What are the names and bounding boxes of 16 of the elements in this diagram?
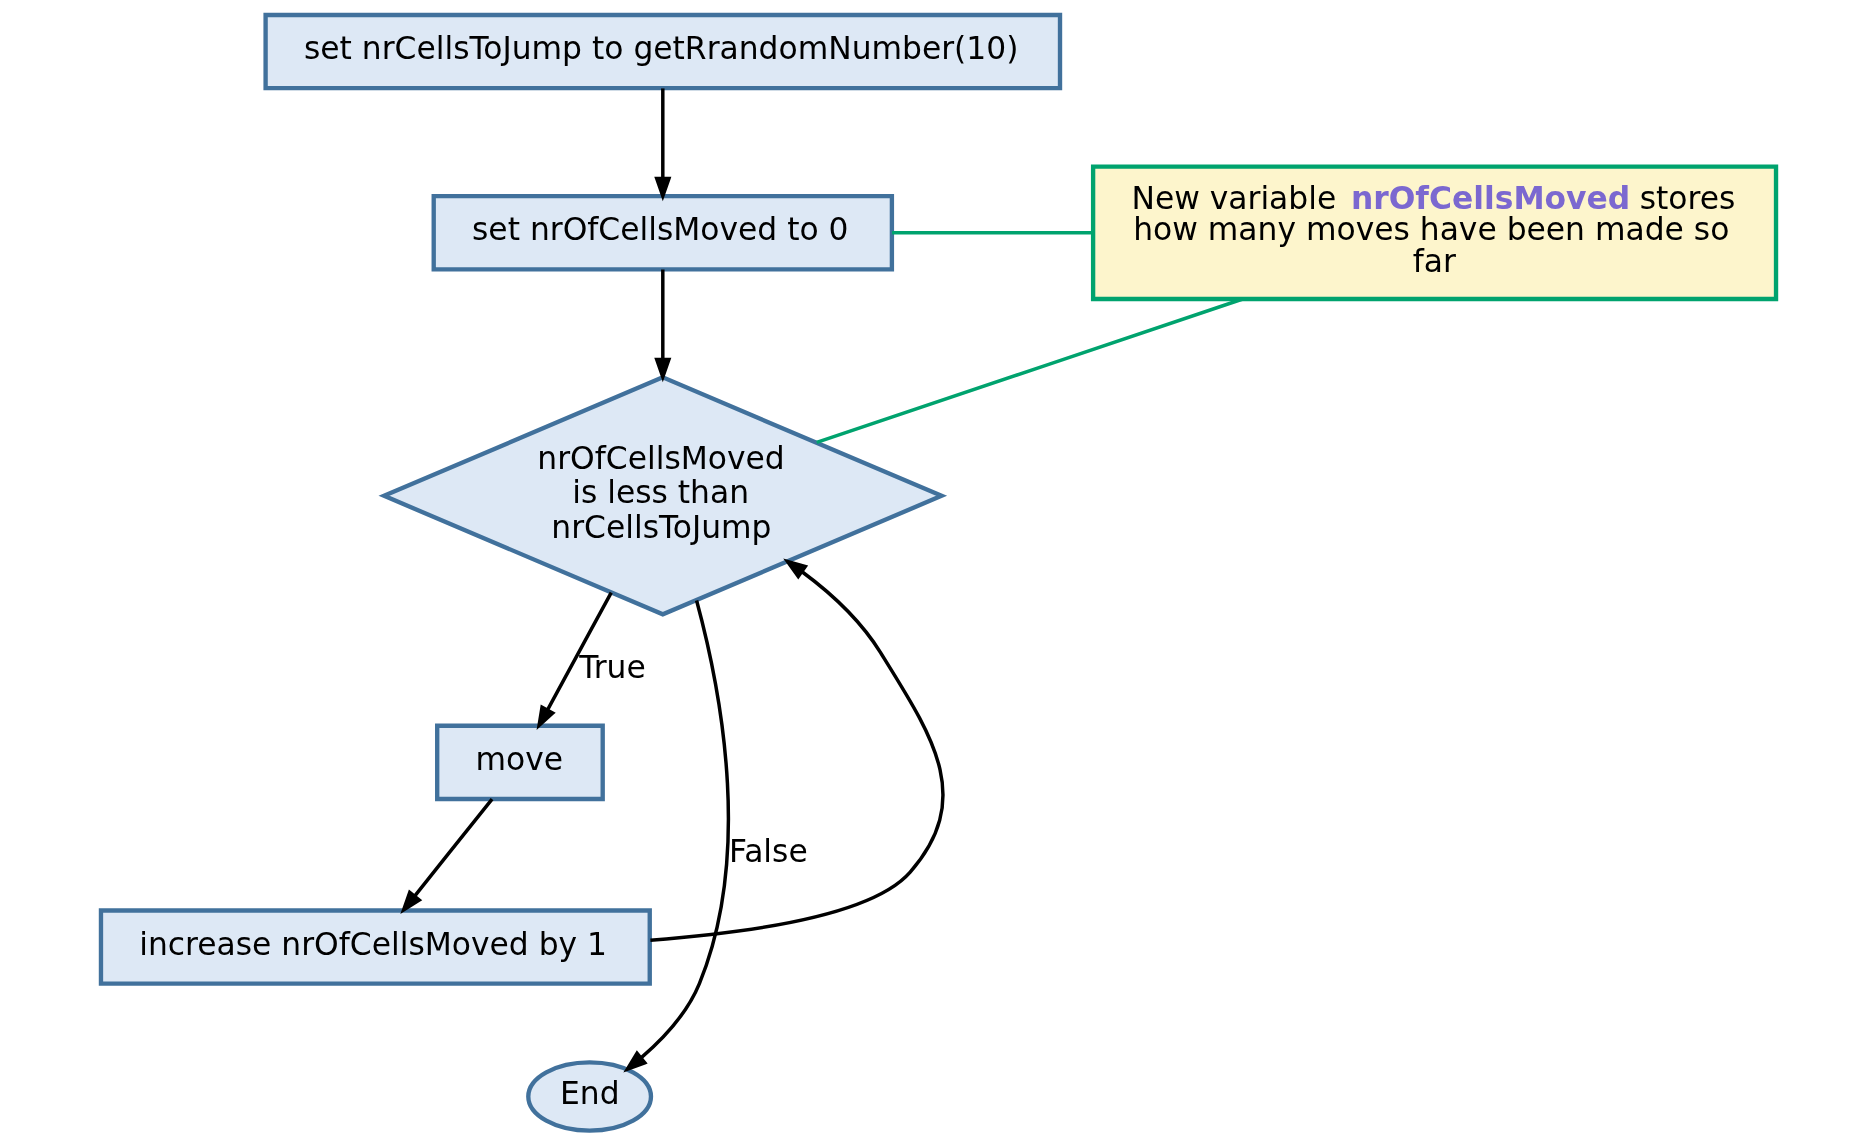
node-box: move xyxy=(434,723,605,802)
node-box: set nrOfCellsMoved to 0 xyxy=(431,194,894,272)
arrow xyxy=(649,558,944,942)
node-box: set nrCellsToJump to getRrandomNumber(10) xyxy=(262,12,1062,91)
arrow xyxy=(622,600,730,1073)
arrow xyxy=(653,269,671,383)
arrow xyxy=(399,797,493,914)
arrow xyxy=(653,88,671,202)
node-diamond: nrOfCellsMoved is less than nrCellsToJump xyxy=(378,375,947,617)
edge-label: False xyxy=(728,833,808,870)
connector xyxy=(891,231,1093,235)
node-box: New variable nrOfCellsMoved stores how many moves have been made so far xyxy=(1090,164,1778,302)
arrow xyxy=(536,591,613,730)
node-ellipse: End xyxy=(525,1060,653,1133)
node-box: increase nrOfCellsMoved by 1 xyxy=(98,908,652,986)
edge-label: True xyxy=(578,648,646,685)
